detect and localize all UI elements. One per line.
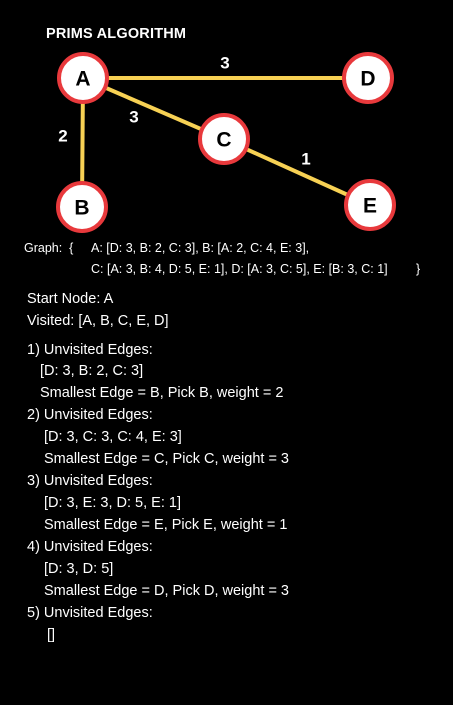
step-heading: 2) Unvisited Edges: (27, 407, 153, 423)
step-heading: 5) Unvisited Edges: (27, 605, 153, 621)
step-heading: 1) Unvisited Edges: (27, 342, 153, 358)
edge-c-e (222, 137, 372, 207)
step-pick: Smallest Edge = E, Pick E, weight = 1 (44, 517, 288, 533)
node-circle-a (57, 52, 109, 104)
node-label-a: A (75, 68, 90, 91)
page-title: PRIMS ALGORITHM (46, 26, 187, 42)
visited-list: Visited: [A, B, C, E, D] (27, 313, 169, 329)
edge-weight-a-d: 3 (220, 54, 229, 73)
graph-line-2: C: [A: 3, B: 4, D: 5, E: 1], D: [A: 3, C… (91, 262, 388, 276)
step-edges: [D: 3, B: 2, C: 3] (40, 363, 144, 379)
node-circle-d (342, 52, 394, 104)
edge-weight-c-e: 1 (301, 150, 310, 169)
node-a: A (57, 52, 109, 104)
node-circle-b (56, 181, 108, 233)
start-node: Start Node: A (27, 291, 114, 307)
node-label-b: B (74, 197, 89, 220)
node-label-d: D (360, 68, 375, 91)
graph-suffix: } (416, 262, 421, 276)
step-pick: Smallest Edge = C, Pick C, weight = 3 (44, 451, 289, 467)
node-c: C (198, 113, 250, 165)
node-label-c: C (216, 129, 231, 152)
edge-weight-a-c: 3 (129, 108, 138, 127)
node-e: E (344, 179, 396, 231)
step-edges: [D: 3, C: 3, C: 4, E: 3] (44, 429, 182, 445)
node-b: B (56, 181, 108, 233)
step-heading: 3) Unvisited Edges: (27, 473, 153, 489)
node-circle-e (344, 179, 396, 231)
edge-weight-a-b: 2 (58, 127, 67, 146)
step-heading: 4) Unvisited Edges: (27, 539, 153, 555)
step-pick: Smallest Edge = B, Pick B, weight = 2 (40, 385, 284, 401)
graph-line-1: A: [D: 3, B: 2, C: 3], B: [A: 2, C: 4, E… (91, 241, 310, 255)
graph-diagram: 3 2 3 1 A B C D E (56, 52, 396, 233)
step-edges: [D: 3, D: 5] (44, 561, 114, 577)
step-edges: [D: 3, E: 3, D: 5, E: 1] (44, 495, 181, 511)
node-circle-c (198, 113, 250, 165)
step-edges: [] (47, 627, 56, 643)
graph-prefix: Graph: { (24, 241, 74, 255)
node-label-e: E (363, 195, 377, 218)
step-pick: Smallest Edge = D, Pick D, weight = 3 (44, 583, 289, 599)
node-d: D (342, 52, 394, 104)
